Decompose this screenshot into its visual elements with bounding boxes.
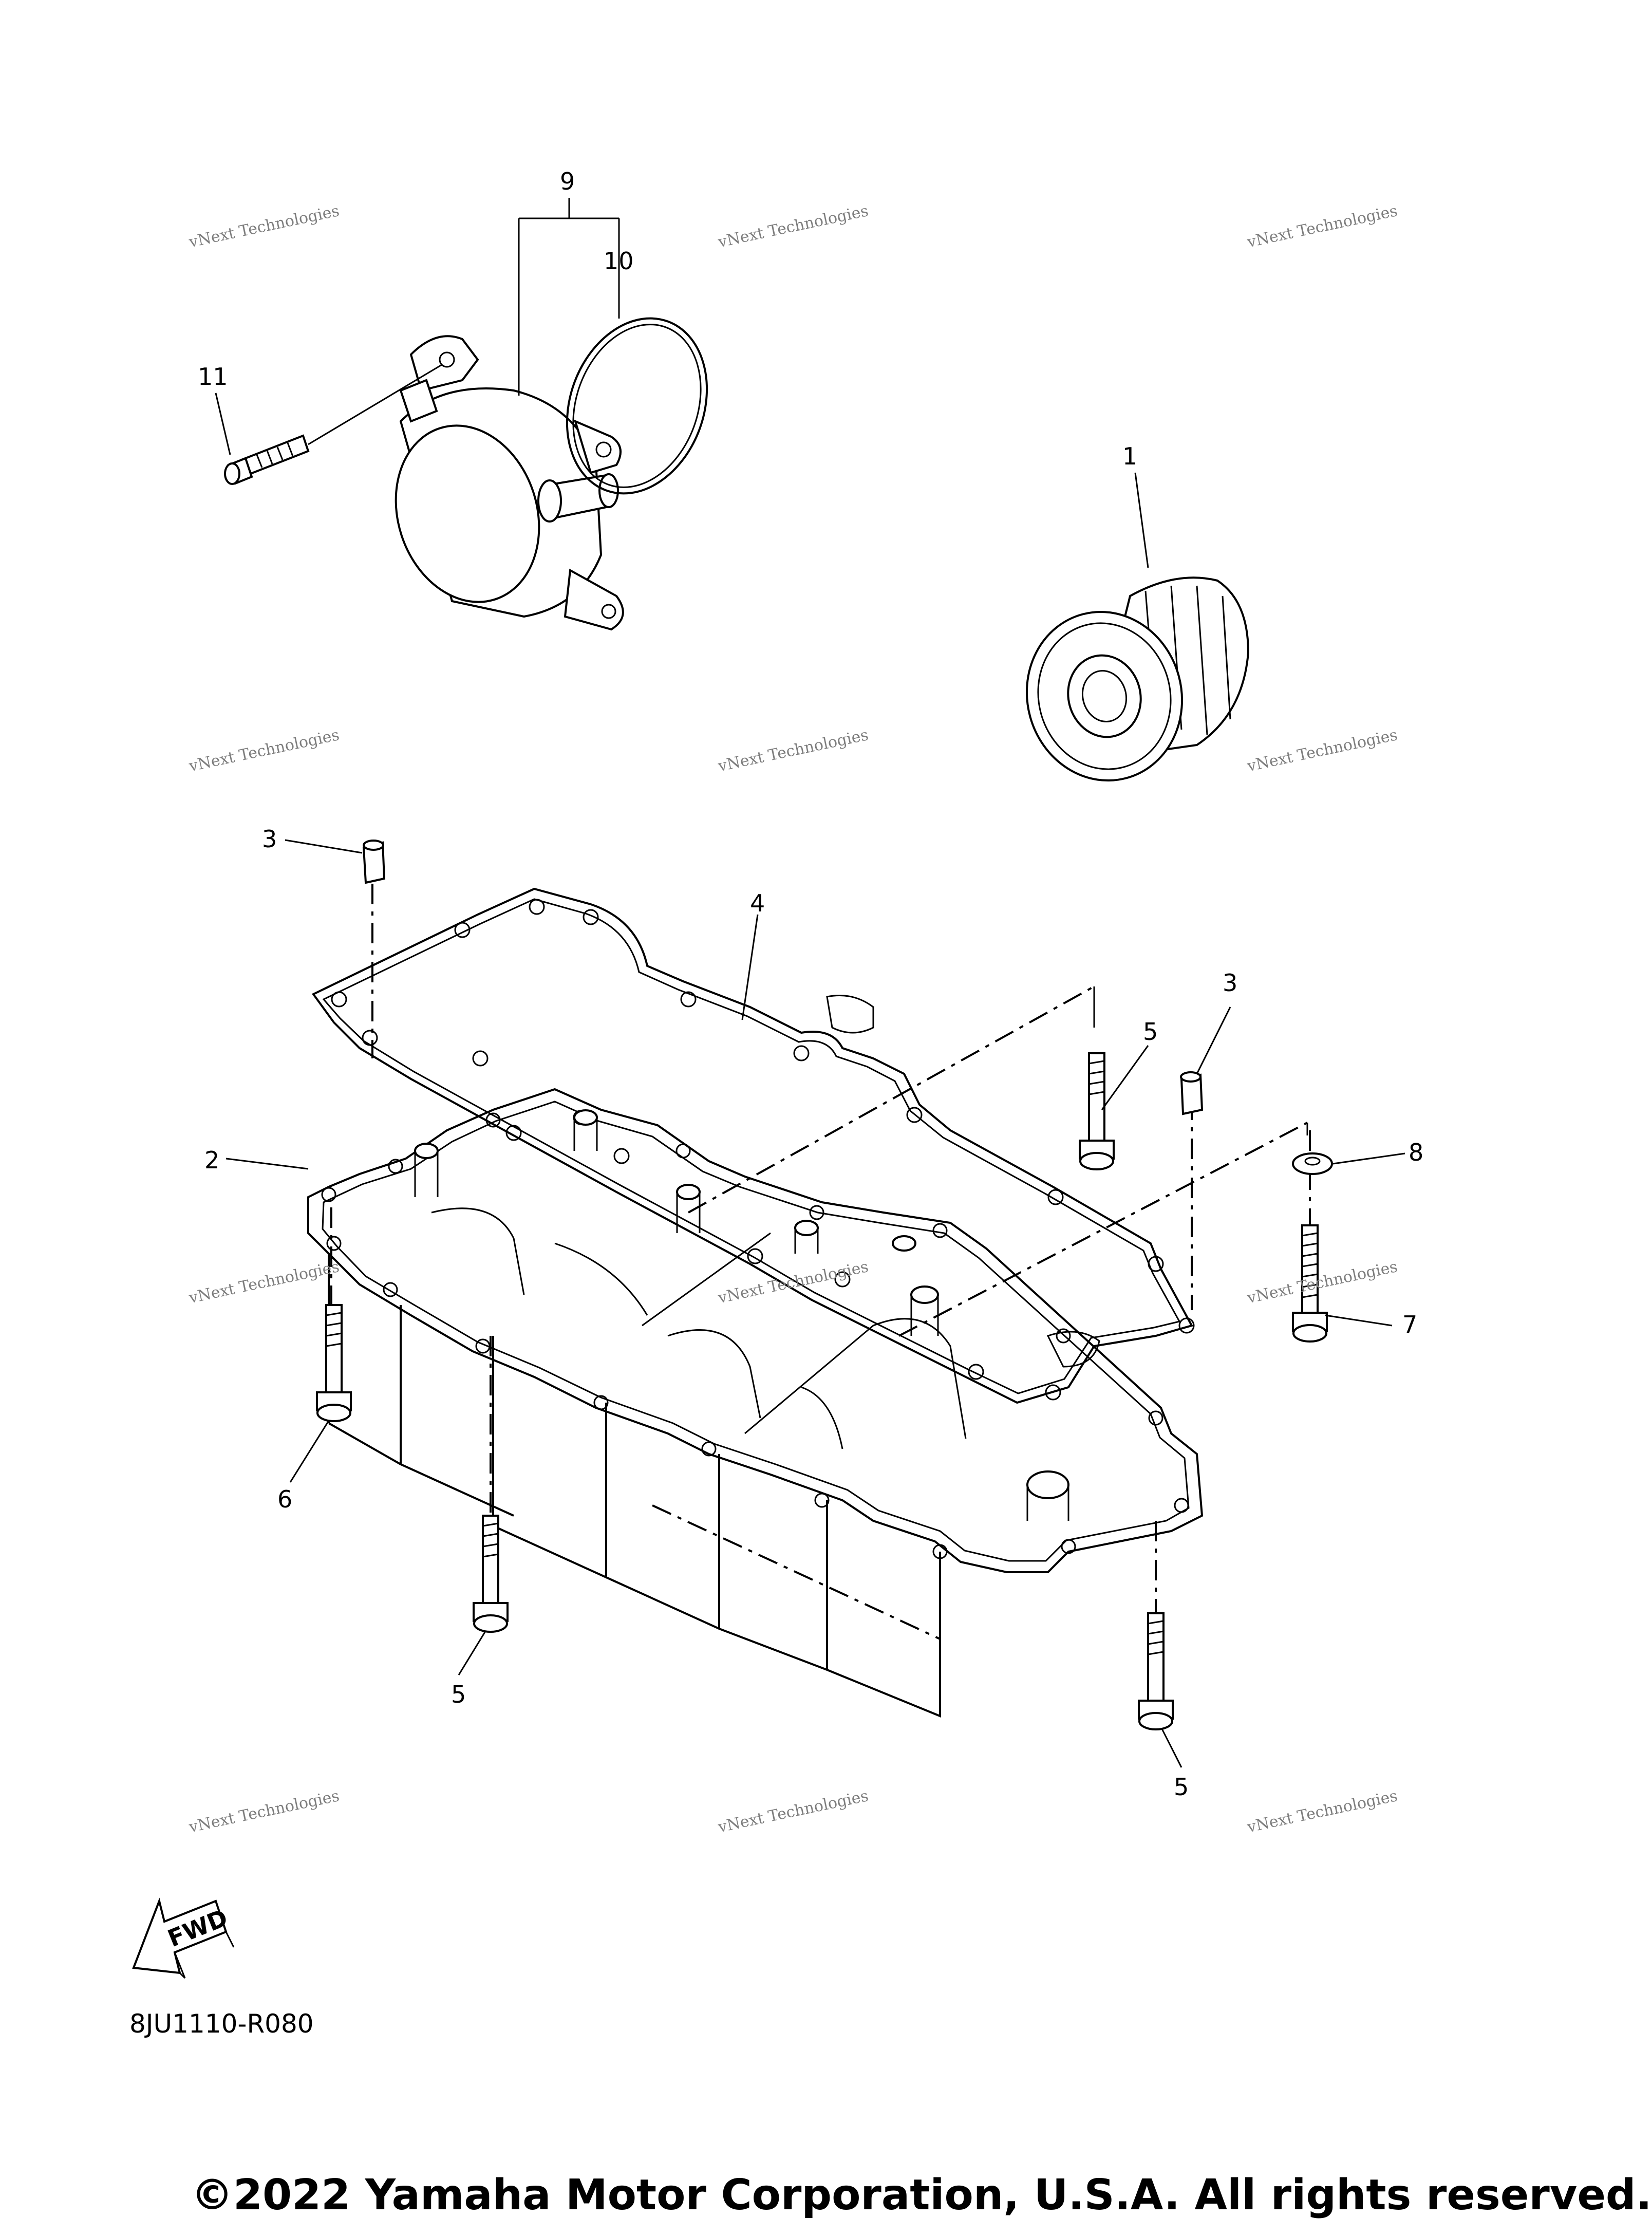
- fwd-arrow-icon: FWD: [132, 1897, 235, 1979]
- callout-1: 1: [1122, 442, 1138, 470]
- oil-cooler-icon: [395, 335, 624, 631]
- washer-icon: [1292, 1152, 1333, 1175]
- callout-11: 11: [198, 363, 228, 390]
- oil-filter-icon: [1025, 472, 1250, 782]
- callout-5: 5: [1143, 1018, 1158, 1046]
- gasket-icon: [311, 887, 1195, 1404]
- callout-3: 3: [1223, 969, 1238, 997]
- callout-2: 2: [204, 1146, 220, 1174]
- bolt-icon: [224, 364, 442, 485]
- o-ring-icon: [566, 317, 708, 495]
- cooler-leaders: [215, 198, 620, 455]
- dowel-pin-icon: [362, 840, 1204, 1115]
- callout-10: 10: [604, 247, 634, 275]
- diagram-code: 8JU1110-R080: [129, 2009, 314, 2039]
- callout-5: 5: [451, 1681, 466, 1708]
- callout-5: 5: [1174, 1773, 1189, 1801]
- exploded-parts-diagram: FWD: [132, 198, 1405, 1979]
- callout-3: 3: [262, 825, 277, 853]
- callout-7: 7: [1402, 1311, 1418, 1338]
- callout-8: 8: [1409, 1139, 1424, 1166]
- copyright-notice: ©2022 Yamaha Motor Corporation, U.S.A. A…: [191, 2171, 1652, 2220]
- callout-9: 9: [560, 167, 575, 195]
- callout-leaders: [226, 839, 1405, 1768]
- callout-4: 4: [750, 889, 765, 917]
- bolt-icon: [316, 1052, 1328, 1730]
- oil-pan-icon: [307, 1088, 1204, 1718]
- callout-6: 6: [277, 1485, 293, 1513]
